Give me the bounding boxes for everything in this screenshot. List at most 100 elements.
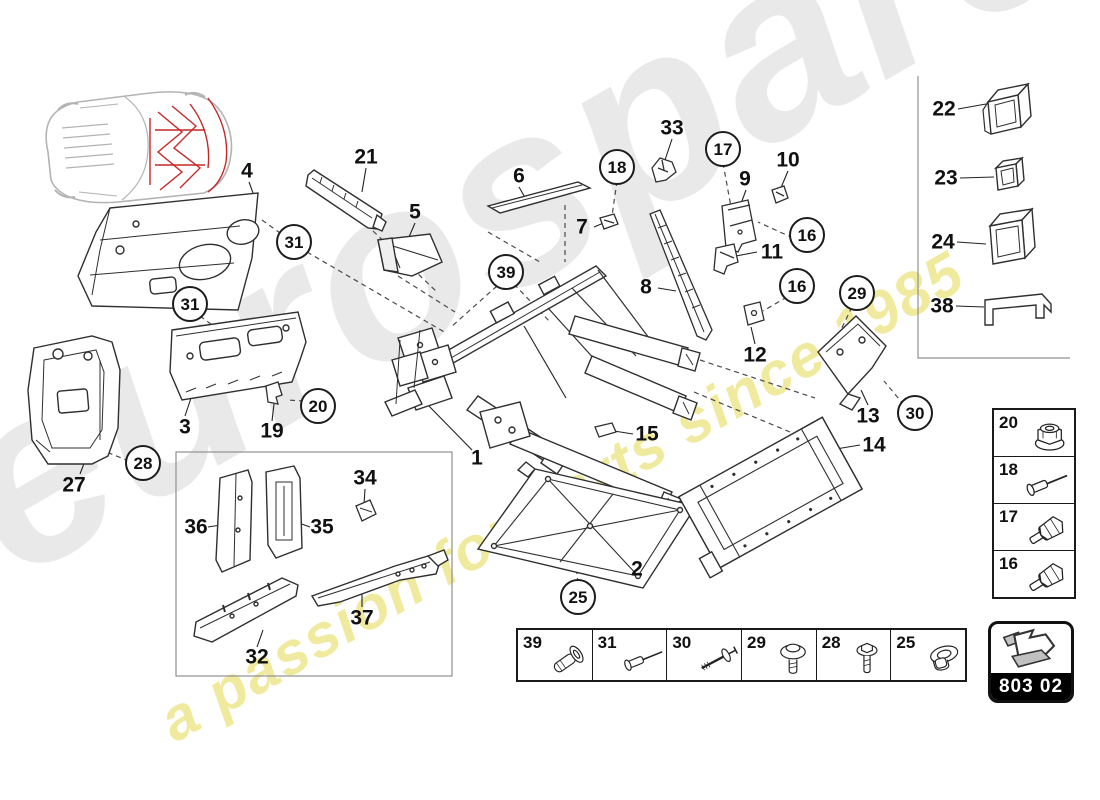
fastener-row-16[interactable]: 16 <box>994 550 1074 597</box>
part-3-sill-panel <box>169 311 307 401</box>
fastener-num: 28 <box>821 633 841 652</box>
part-34-clip <box>355 499 377 522</box>
callout-15[interactable]: 15 <box>635 422 659 446</box>
callout-6[interactable]: 6 <box>513 164 525 188</box>
callout-35[interactable]: 35 <box>310 515 334 539</box>
part-24-box <box>988 207 1036 265</box>
callout-30[interactable]: 30 <box>897 395 933 431</box>
grooved-rivet-icon <box>701 646 739 671</box>
fastener-num: 31 <box>597 633 617 652</box>
part-23-box <box>993 156 1025 191</box>
fastener-num: 20 <box>999 413 1018 432</box>
right-column-border <box>917 76 1070 359</box>
callout-29[interactable]: 29 <box>839 275 875 311</box>
fastener-cell-28[interactable]: 28 <box>815 630 891 680</box>
callout-10[interactable]: 10 <box>776 148 800 172</box>
direction-arrow-icon <box>1002 628 1056 668</box>
front-frame-assembly <box>384 265 701 516</box>
callout-12[interactable]: 12 <box>743 343 767 367</box>
washer-screw-icon <box>856 642 878 674</box>
part-9-bracket <box>721 199 757 253</box>
fastener-cell-39[interactable]: 39 <box>518 630 592 680</box>
page-code: 803 02 <box>991 673 1071 700</box>
callout-21[interactable]: 21 <box>354 145 378 169</box>
part-7-clip <box>599 213 619 230</box>
callout-19[interactable]: 19 <box>260 419 284 443</box>
fastener-table-right: 20 18 17 <box>992 408 1076 599</box>
washer-bolt-icon <box>779 643 806 674</box>
part-6-panel <box>486 181 592 214</box>
part-36-panel <box>215 469 253 573</box>
flange-nut-icon <box>930 645 959 671</box>
fastener-row-18[interactable]: 18 <box>994 456 1074 503</box>
fastener-num: 39 <box>523 633 542 652</box>
callout-39[interactable]: 39 <box>488 254 524 290</box>
callout-31-b[interactable]: 31 <box>172 286 208 322</box>
callout-8[interactable]: 8 <box>640 275 652 299</box>
part-8-strip <box>649 209 713 341</box>
callout-5[interactable]: 5 <box>409 200 421 224</box>
part-37-rail <box>310 549 449 607</box>
part-5-bracket <box>377 233 443 277</box>
callout-28[interactable]: 28 <box>125 445 161 481</box>
part-35-pillar <box>265 465 303 559</box>
part-33-bracket <box>651 157 677 183</box>
car-top-view <box>45 91 233 206</box>
part-32-rail <box>193 577 299 643</box>
callout-24[interactable]: 24 <box>931 230 955 254</box>
rivet-nut-icon <box>553 645 584 673</box>
part-21-beam <box>305 169 387 232</box>
part-11-bracket <box>713 243 739 275</box>
blind-rivet-icon <box>624 651 663 671</box>
callout-20[interactable]: 20 <box>300 388 336 424</box>
fastener-cell-30[interactable]: 30 <box>666 630 741 680</box>
fastener-cell-25[interactable]: 25 <box>890 630 965 680</box>
callout-16-a[interactable]: 16 <box>789 217 825 253</box>
callout-9[interactable]: 9 <box>739 167 751 191</box>
callout-36[interactable]: 36 <box>184 515 208 539</box>
part-22-box-bracket <box>982 82 1032 135</box>
fastener-row-17[interactable]: 17 <box>994 503 1074 550</box>
fastener-table-bottom: 39 31 30 <box>516 628 967 682</box>
fastener-num: 18 <box>999 460 1018 479</box>
part-15-plate <box>594 422 617 438</box>
callout-32[interactable]: 32 <box>245 645 269 669</box>
fastener-num: 30 <box>672 633 692 652</box>
fastener-row-20[interactable]: 20 <box>994 410 1074 456</box>
fastener-cell-31[interactable]: 31 <box>591 630 667 680</box>
part-4-bulkhead-panel <box>77 192 260 311</box>
callout-22[interactable]: 22 <box>932 97 956 121</box>
part-13-bracket <box>817 315 887 411</box>
callout-16-b[interactable]: 16 <box>779 268 815 304</box>
callout-18[interactable]: 18 <box>599 149 635 185</box>
callout-1[interactable]: 1 <box>471 446 483 470</box>
part-27-wheelhouse-panel <box>27 335 121 465</box>
callout-25[interactable]: 25 <box>560 579 596 615</box>
callout-13[interactable]: 13 <box>856 404 880 428</box>
fastener-cell-29[interactable]: 29 <box>741 630 816 680</box>
callout-27[interactable]: 27 <box>62 473 86 497</box>
callout-7[interactable]: 7 <box>576 215 588 239</box>
callout-33[interactable]: 33 <box>660 116 684 140</box>
subassembly-box <box>175 451 453 677</box>
callout-17[interactable]: 17 <box>705 131 741 167</box>
flange-nut-icon <box>1034 423 1065 451</box>
small-clips <box>265 157 789 438</box>
hex-bolt-icon <box>1029 515 1064 545</box>
callout-37[interactable]: 37 <box>350 606 374 630</box>
callout-34[interactable]: 34 <box>353 466 377 490</box>
callout-14[interactable]: 14 <box>862 433 886 457</box>
callout-11[interactable]: 11 <box>760 240 784 264</box>
callout-3[interactable]: 3 <box>179 415 191 439</box>
fastener-num: 16 <box>999 554 1018 573</box>
callout-4[interactable]: 4 <box>241 159 253 183</box>
callout-38[interactable]: 38 <box>930 294 954 318</box>
callout-2[interactable]: 2 <box>631 557 643 581</box>
front-frame-highlight <box>149 97 228 193</box>
fastener-num: 25 <box>896 633 916 652</box>
callout-31-a[interactable]: 31 <box>276 224 312 260</box>
callout-23[interactable]: 23 <box>934 166 958 190</box>
part-14-frame-panel <box>677 416 864 579</box>
